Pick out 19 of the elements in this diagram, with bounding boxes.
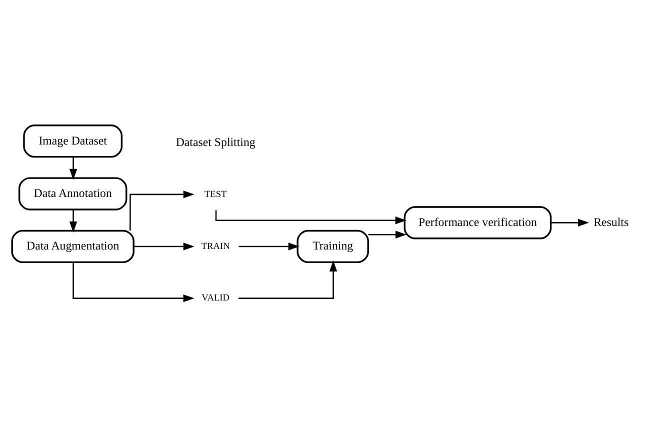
- node-box: Image Dataset: [23, 124, 123, 158]
- arrow: [238, 260, 338, 299]
- arrow: [551, 218, 590, 227]
- node-box: Data Augmentation: [11, 230, 134, 264]
- node-box: Data Annotation: [18, 177, 128, 210]
- arrow: [130, 190, 194, 231]
- arrow: [72, 262, 194, 302]
- label: Dataset Splitting: [176, 134, 256, 149]
- arrow: [69, 210, 78, 233]
- arrow: [134, 242, 194, 250]
- node-text: TRAIN: [201, 242, 230, 252]
- node-text: VALID: [202, 294, 230, 304]
- arrow: [368, 230, 407, 238]
- node-text: Results: [594, 214, 629, 229]
- arrow: [238, 242, 300, 250]
- arrow: [69, 156, 78, 180]
- node-text: TEST: [204, 190, 227, 200]
- node-box: Training: [296, 230, 369, 264]
- node-box: Performance verification: [404, 206, 552, 240]
